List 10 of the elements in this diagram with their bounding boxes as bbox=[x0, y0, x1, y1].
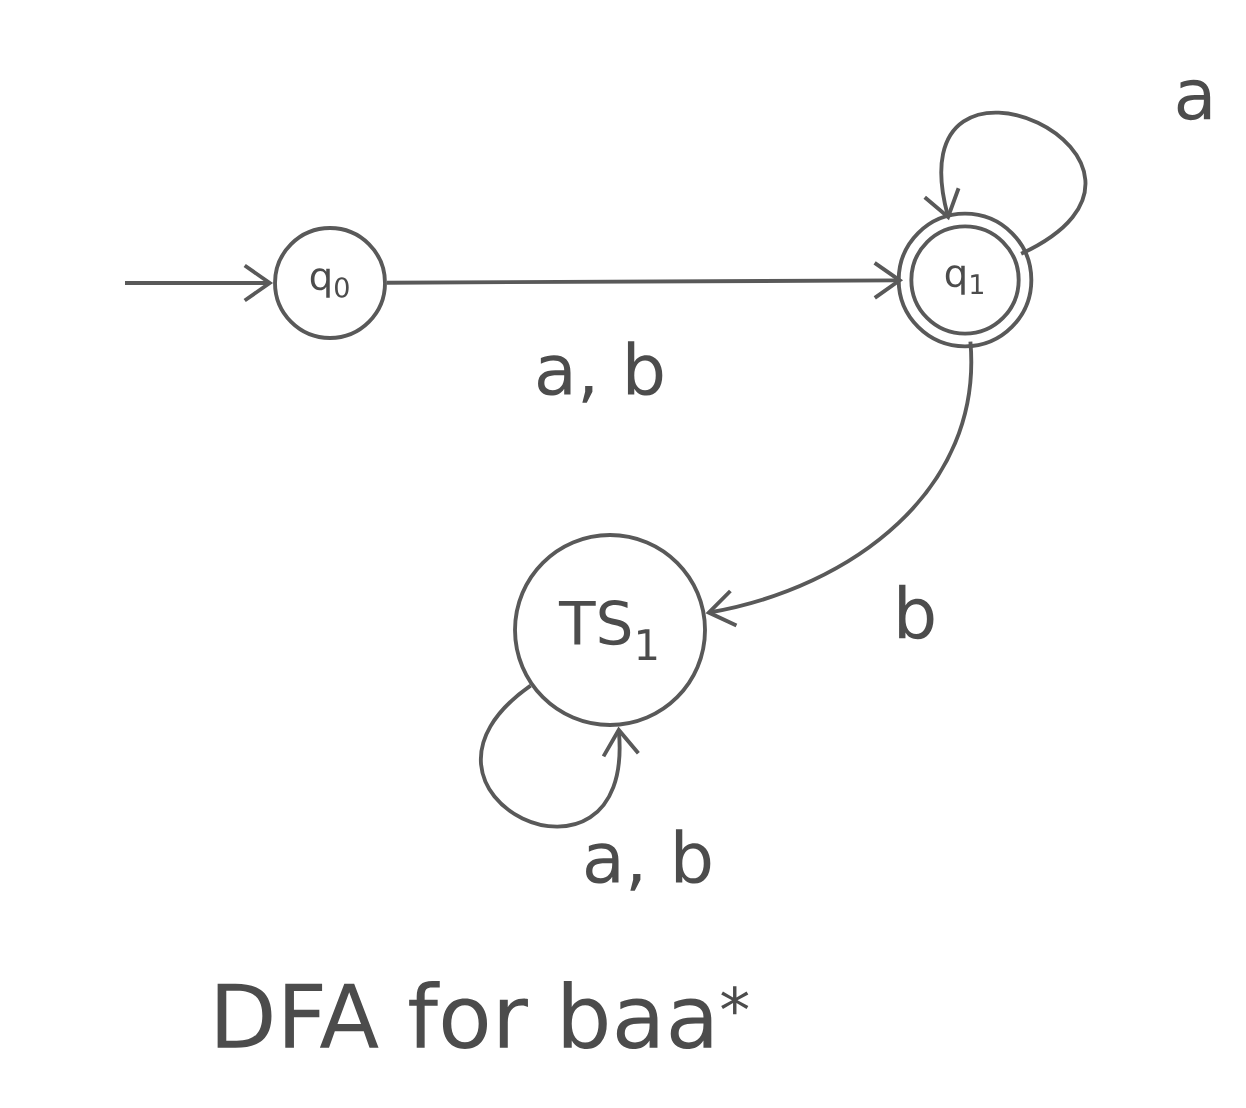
edge-label: a, b bbox=[532, 339, 668, 405]
arrow bbox=[386, 261, 904, 300]
self-loop-arrow bbox=[479, 684, 640, 828]
edge-label: a bbox=[1171, 78, 1219, 122]
caption: DFA for baa$^{*}$ bbox=[217, 981, 749, 1049]
edge-label: a, b bbox=[580, 827, 716, 893]
edge-label: b bbox=[890, 583, 940, 641]
self-loop-arrow bbox=[923, 111, 1087, 256]
arrow bbox=[705, 341, 973, 628]
start-arrow bbox=[125, 263, 274, 303]
